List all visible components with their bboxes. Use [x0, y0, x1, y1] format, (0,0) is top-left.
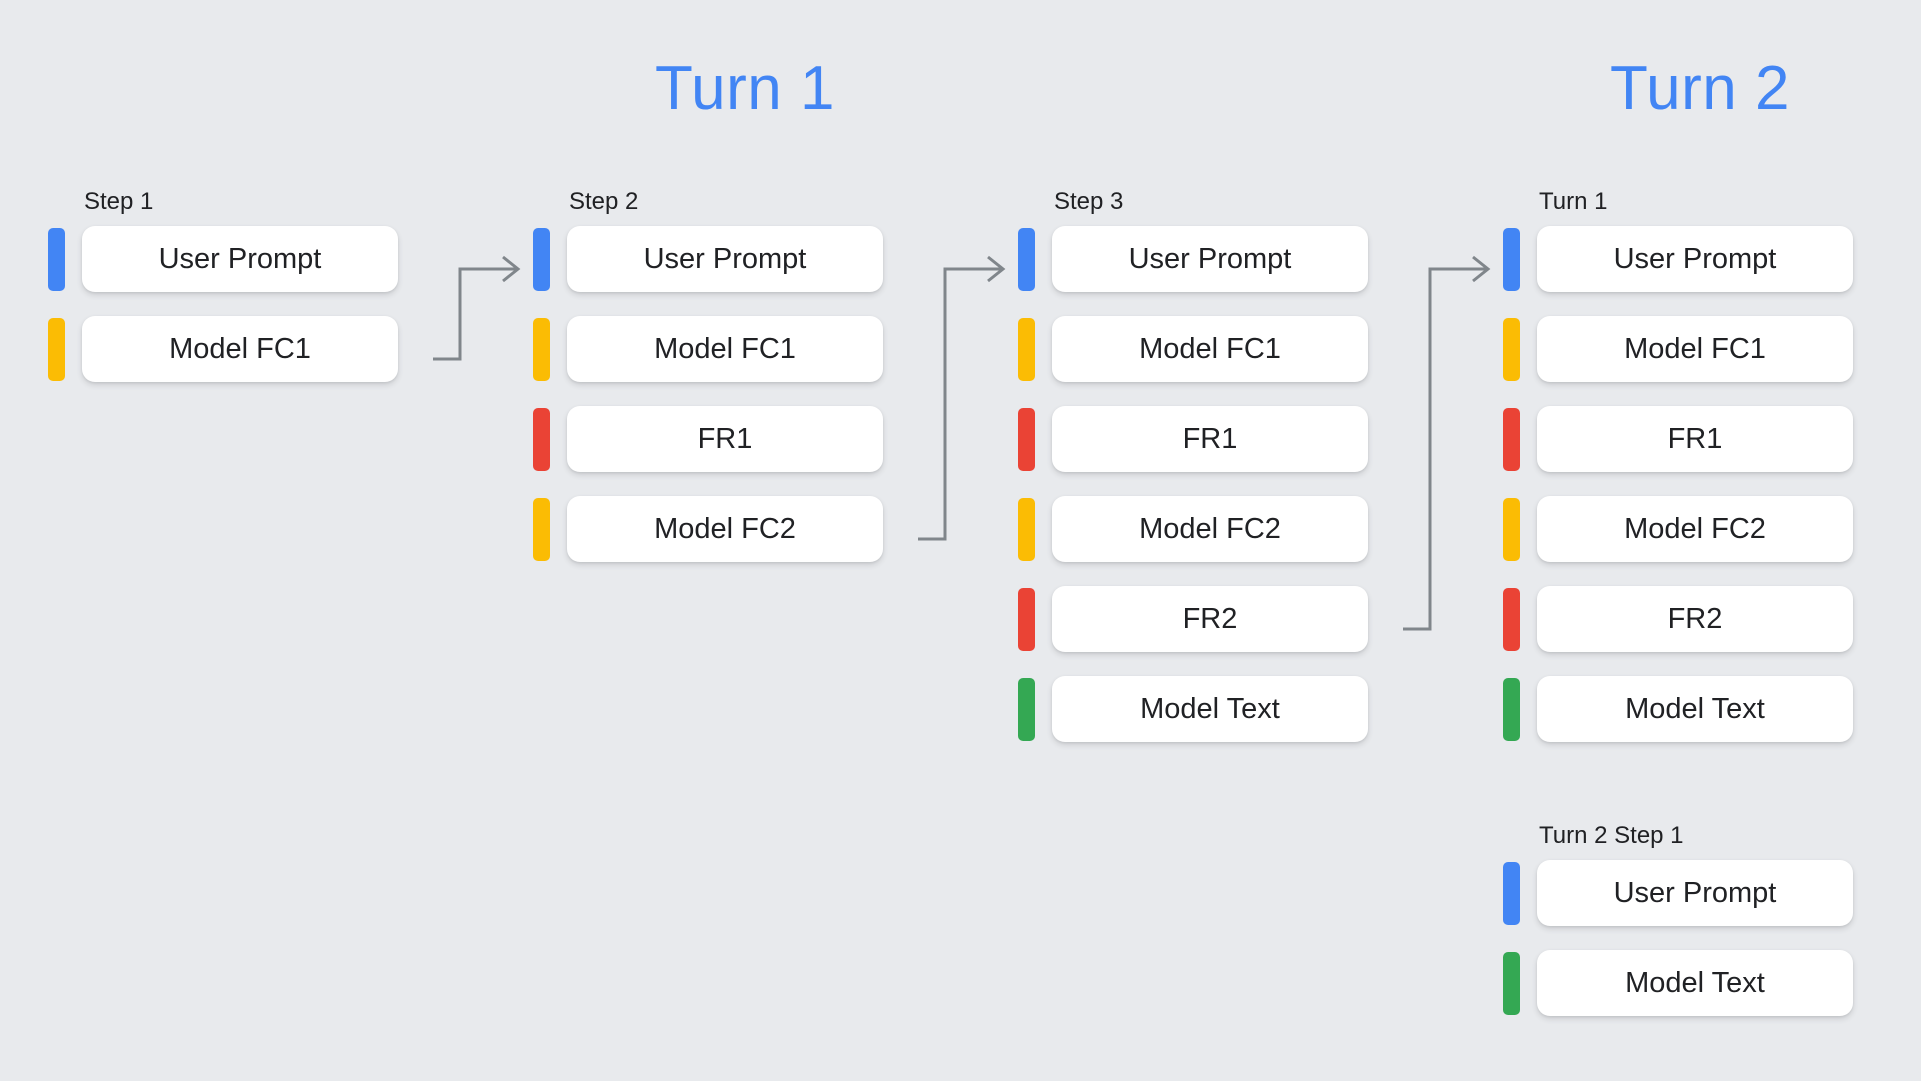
turn-1-heading: Turn 1: [655, 54, 835, 123]
list-item[interactable]: User Prompt: [1503, 860, 1853, 926]
role-swatch-function-response: [1503, 587, 1520, 651]
card-fr1[interactable]: FR1: [1052, 406, 1368, 472]
card-model-fc2[interactable]: Model FC2: [1052, 496, 1368, 562]
column-step-3: Step 3 User Prompt Model FC1 FR1 Model F…: [1018, 190, 1368, 742]
card-model-fc1[interactable]: Model FC1: [1052, 316, 1368, 382]
connector-step1-to-step2: [433, 255, 521, 361]
list-item[interactable]: Model FC1: [48, 316, 398, 382]
card-fr2[interactable]: FR2: [1052, 586, 1368, 652]
list-item[interactable]: Model FC1: [1018, 316, 1368, 382]
role-swatch-user-prompt: [1503, 227, 1520, 291]
connector-step3-to-turn1: [1403, 255, 1491, 631]
list-item[interactable]: Model FC1: [1503, 316, 1853, 382]
role-swatch-model-text: [1018, 677, 1035, 741]
list-item[interactable]: Model FC1: [533, 316, 883, 382]
card-fr1[interactable]: FR1: [567, 406, 883, 472]
turn-2-heading: Turn 2: [1610, 54, 1790, 123]
role-swatch-model-function-call: [1018, 317, 1035, 381]
role-swatch-model-function-call: [533, 317, 550, 381]
card-model-fc2[interactable]: Model FC2: [1537, 496, 1853, 562]
column-label-step-1: Step 1: [84, 188, 154, 215]
list-item[interactable]: User Prompt: [48, 226, 398, 292]
list-item[interactable]: FR2: [1018, 586, 1368, 652]
list-item[interactable]: Model Text: [1503, 950, 1853, 1016]
role-swatch-user-prompt: [533, 227, 550, 291]
role-swatch-function-response: [1018, 407, 1035, 471]
card-user-prompt[interactable]: User Prompt: [567, 226, 883, 292]
role-swatch-function-response: [533, 407, 550, 471]
list-item[interactable]: User Prompt: [1018, 226, 1368, 292]
column-label-step-3: Step 3: [1054, 188, 1124, 215]
role-swatch-model-text: [1503, 951, 1520, 1015]
role-swatch-user-prompt: [1018, 227, 1035, 291]
card-model-fc1[interactable]: Model FC1: [1537, 316, 1853, 382]
card-model-text[interactable]: Model Text: [1052, 676, 1368, 742]
card-model-text[interactable]: Model Text: [1537, 676, 1853, 742]
column-turn-2-step-1: Turn 2 Step 1 User Prompt Model Text: [1503, 824, 1853, 1016]
list-item[interactable]: Model Text: [1018, 676, 1368, 742]
role-swatch-user-prompt: [1503, 861, 1520, 925]
list-item[interactable]: Model FC2: [1503, 496, 1853, 562]
role-swatch-model-function-call: [1503, 497, 1520, 561]
card-model-fc1[interactable]: Model FC1: [567, 316, 883, 382]
role-swatch-model-function-call: [1018, 497, 1035, 561]
card-user-prompt[interactable]: User Prompt: [1052, 226, 1368, 292]
list-item[interactable]: FR2: [1503, 586, 1853, 652]
card-model-fc1[interactable]: Model FC1: [82, 316, 398, 382]
role-swatch-model-text: [1503, 677, 1520, 741]
list-item[interactable]: Model FC2: [533, 496, 883, 562]
card-model-text[interactable]: Model Text: [1537, 950, 1853, 1016]
card-fr2[interactable]: FR2: [1537, 586, 1853, 652]
role-swatch-model-function-call: [533, 497, 550, 561]
list-item[interactable]: User Prompt: [1503, 226, 1853, 292]
list-item[interactable]: FR1: [1503, 406, 1853, 472]
list-item[interactable]: FR1: [533, 406, 883, 472]
card-fr1[interactable]: FR1: [1537, 406, 1853, 472]
column-label-turn-2-step-1: Turn 2 Step 1: [1539, 822, 1684, 849]
role-swatch-function-response: [1503, 407, 1520, 471]
list-item[interactable]: Model FC2: [1018, 496, 1368, 562]
card-user-prompt[interactable]: User Prompt: [1537, 226, 1853, 292]
list-item[interactable]: Model Text: [1503, 676, 1853, 742]
column-label-turn-1: Turn 1: [1539, 188, 1608, 215]
list-item[interactable]: User Prompt: [533, 226, 883, 292]
column-step-2: Step 2 User Prompt Model FC1 FR1 Model F…: [533, 190, 883, 562]
column-turn-1: Turn 1 User Prompt Model FC1 FR1 Model F…: [1503, 190, 1853, 742]
list-item[interactable]: FR1: [1018, 406, 1368, 472]
column-step-1: Step 1 User Prompt Model FC1: [48, 190, 398, 382]
role-swatch-function-response: [1018, 587, 1035, 651]
role-swatch-model-function-call: [48, 317, 65, 381]
role-swatch-model-function-call: [1503, 317, 1520, 381]
role-swatch-user-prompt: [48, 227, 65, 291]
column-label-step-2: Step 2: [569, 188, 639, 215]
card-user-prompt[interactable]: User Prompt: [1537, 860, 1853, 926]
connector-step2-to-step3: [918, 255, 1006, 541]
card-model-fc2[interactable]: Model FC2: [567, 496, 883, 562]
card-user-prompt[interactable]: User Prompt: [82, 226, 398, 292]
